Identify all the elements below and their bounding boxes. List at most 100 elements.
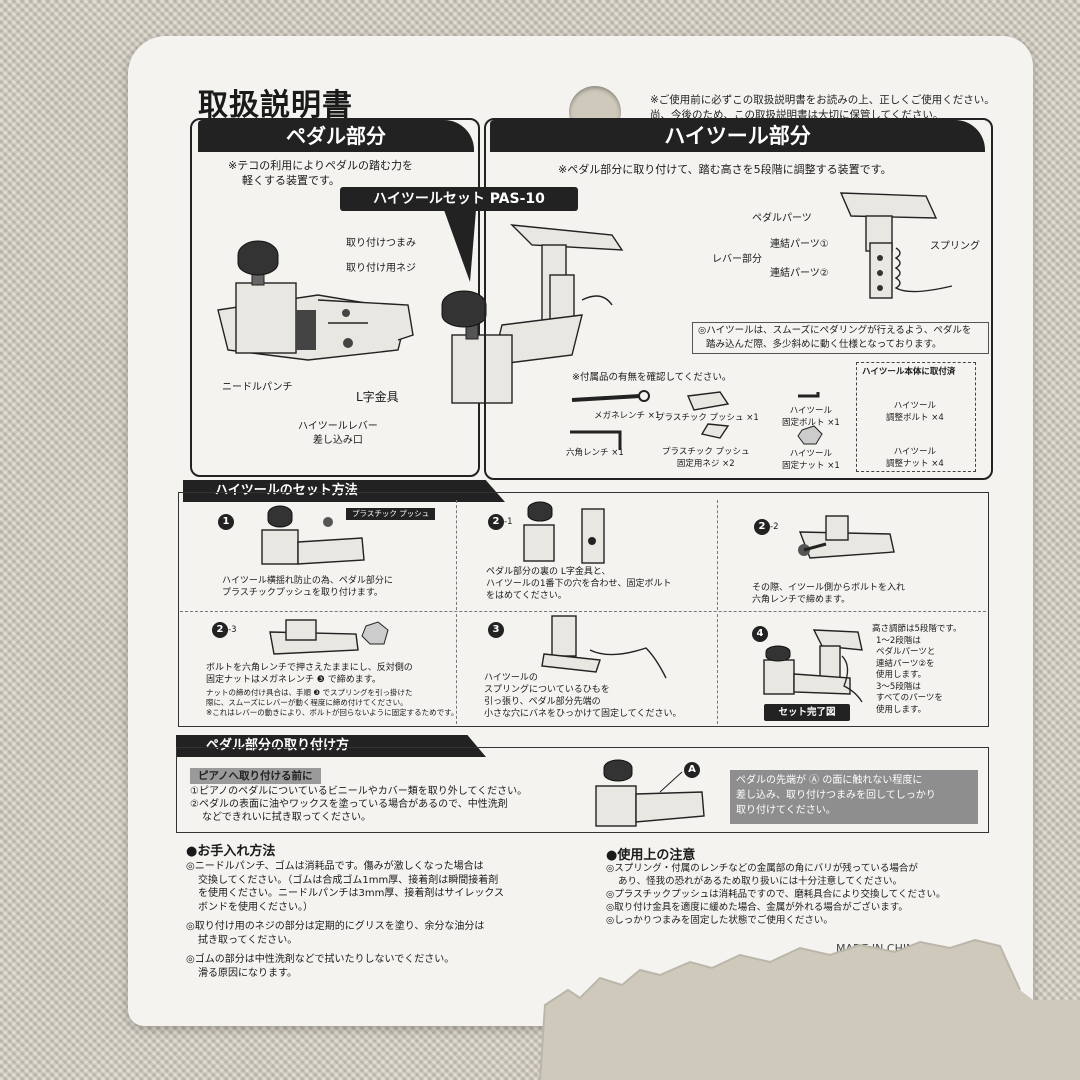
hightool-section-heading: ハイツール部分	[490, 120, 985, 152]
step-2-3-line-1: ボルトを六角レンチで押さえたままにし、反対側の	[206, 663, 413, 673]
divider-v4	[717, 614, 718, 724]
pedal-install-box	[176, 747, 989, 833]
step-4-number: 4	[752, 621, 768, 642]
step-3-illustration	[541, 615, 667, 679]
accessory-4: 六角レンチ ×1	[566, 448, 624, 458]
step-2-2-badge: 2	[754, 519, 770, 535]
step-4-line-4: 連結パーツ②を	[876, 658, 935, 669]
divider-v1	[456, 500, 457, 610]
step-2-2-sub: -2	[770, 522, 779, 532]
step-2-3-fine-3: ※これはレバーの動きにより、ボルトが回らないように固定するためです。	[206, 708, 459, 717]
step-4-line-7: すべてのパーツを	[876, 693, 943, 703]
step-4-done-label: セット完了図	[764, 704, 850, 721]
step-2-3-illustration	[269, 619, 389, 655]
lever-slot-line-1: ハイツールレバー	[298, 421, 378, 432]
accessory-5-line-2: 固定用ネジ ×2	[676, 459, 735, 469]
accessory-3-line-2: 固定ボルト ×1	[782, 418, 840, 428]
pedal-intro: ※テコの利用によりペダルの踏む力を 軽くする装置です。	[228, 158, 413, 188]
step-2-1-sub: -1	[504, 517, 513, 527]
caution-heading: ●使用上の注意	[606, 848, 696, 863]
step-1-line-1: ハイツール横揺れ防止の為、ペダル部分に	[222, 576, 393, 586]
pedal-install-illustration	[595, 759, 705, 827]
accessory-6-line-1: ハイツール	[789, 449, 833, 459]
label-screw: 取り付け用ネジ	[346, 263, 416, 274]
before-install-label: ピアノへ取り付ける前に	[190, 768, 321, 784]
step-4-line-8: 使用します。	[876, 704, 927, 715]
step-3-number: 3	[488, 617, 504, 638]
hightool-section-panel	[484, 118, 993, 480]
step-3-line-3: 引っ張り、ペダル部分先端の	[484, 697, 601, 707]
accessory-3: ハイツール 固定ボルト ×1	[782, 405, 840, 429]
step-4-line-6: 3～5段階は	[876, 681, 921, 692]
divider-h	[180, 611, 986, 612]
pedal-intro-line-1: ※テコの利用によりペダルの踏む力を	[228, 159, 413, 172]
step-3-line-1: ハイツールの	[484, 673, 538, 683]
accessory-2: プラスチック プッシュ ×1	[656, 413, 759, 423]
step-2-1-number: 2-1	[488, 509, 512, 530]
attached-2: ハイツール 調整ナット ×4	[886, 446, 944, 470]
caution-2-line-1: ◎プラスチックプッシュは消耗品ですので、磨耗具合により交換してください。	[606, 889, 946, 900]
care-3-line-1: ◎ゴムの部分は中性洗剤などで拭いたりしないでください。	[186, 954, 455, 965]
caution-3-line-1: ◎取り付け金具を適度に緩めた場合、金属が外れる場合がございます。	[606, 902, 908, 913]
step-2-1-line-1: ペダル部分の裏の L字金具と、	[486, 567, 611, 577]
accessories-title: ※付属品の有無を確認してください。	[572, 372, 732, 383]
accessory-1: メガネレンチ ×1	[594, 411, 661, 421]
step-3-line-4: 小さな穴にバネをひっかけて固定してください。	[484, 709, 682, 719]
caution-1-line-1: ◎スプリング・付属のレンチなどの金属部の角にバリが残っている場合が	[606, 863, 918, 874]
hightool-illustration	[839, 192, 953, 299]
step-2-3-number: 2-3	[212, 617, 236, 638]
care-2-line-1: ◎取り付け用のネジの部分は定期的にグリスを塗り、余分な油分は	[186, 921, 485, 932]
label-link1: 連結パーツ①	[770, 239, 829, 250]
step-2-3-fine: ナットの締め付け具合は、手順 ❸ でスプリングを引っ掛けた 際に、スムーズにレバ…	[206, 688, 458, 718]
before-install-list: ①ピアノのペダルについているビニールやカバー類を取り外してください。 ②ペダルの…	[190, 785, 527, 824]
step-2-1-text: ペダル部分の裏の L字金具と、 ハイツールの1番下の穴を合わせ、固定ボルト をは…	[486, 566, 672, 602]
accessory-icons	[570, 390, 823, 450]
step-2-1-line-2: ハイツールの1番下の穴を合わせ、固定ボルト	[486, 579, 672, 589]
step-4-illustration	[763, 629, 863, 703]
care-2-line-2: 拭き取ってください。	[198, 934, 298, 946]
setup-heading: ハイツールのセット方法	[183, 480, 505, 502]
pedal-intro-line-2: 軽くする装置です。	[242, 174, 340, 187]
care-1-line-2: 交換してください。（ゴムは合成ゴム1mm厚、接着剤は瞬間接着剤	[198, 874, 499, 886]
attached-1-line-1: ハイツール	[893, 401, 937, 411]
caution-list: ◎スプリング・付属のレンチなどの金属部の角にバリが残っている場合が あり、怪我の…	[606, 862, 986, 927]
label-link2: 連結パーツ②	[770, 268, 829, 279]
label-needle-punch: ニードルパンチ	[222, 382, 293, 393]
step-2-3-text: ボルトを六角レンチで押さえたままにし、反対側の 固定ナットはメガネレンチ ❸ で…	[206, 662, 413, 686]
step-4-badge: 4	[752, 626, 768, 642]
made-in: MADE IN CHINA	[836, 942, 922, 955]
step-1-line-2: プラスチックプッシュを取り付けます。	[222, 588, 383, 598]
label-knob: 取り付けつまみ	[346, 238, 416, 249]
attached-2-line-1: ハイツール	[893, 447, 937, 457]
step-1-text: ハイツール横揺れ防止の為、ペダル部分に プラスチックプッシュを取り付けます。	[222, 575, 393, 599]
step-2-1-illustration	[523, 501, 605, 564]
note-line-1: ◎ハイツールは、スムーズにペダリングが行えるよう、ペダルを	[698, 325, 972, 336]
caution-4-line-1: ◎しっかりつまみを固定した状態でご使用ください。	[606, 915, 833, 926]
marker-a: A	[684, 762, 700, 778]
step-2-3-fine-2: 際に、スムーズにレバーが動く程度に締め付けてください。	[206, 698, 408, 707]
step-1-tag: プラスチック プッシュ	[346, 508, 436, 520]
hightool-intro: ※ペダル部分に取り付けて、踏む高さを5段階に調整する装置です。	[558, 163, 892, 176]
step-1-illustration	[261, 505, 365, 565]
care-1-line-1: ◎ニードルパンチ、ゴムは消耗品です。傷みが激しくなった場合は	[186, 861, 484, 872]
attached-title: ハイツール本体に取付済	[862, 367, 956, 377]
step-2-2-illustration	[798, 515, 895, 559]
label-pedal-parts: ペダルパーツ	[752, 213, 812, 224]
pedal-illustration	[217, 240, 414, 361]
set-label-pointer	[444, 210, 476, 282]
step-2-2-line-1: その際、イツール側からボルトを入れ	[752, 583, 906, 593]
step-4-text: 高さ調節は5段階です。 1～2段階は ペダルパーツと 連結パーツ②を 使用します…	[872, 624, 962, 716]
step-2-3-fine-1: ナットの締め付け具合は、手順 ❸ でスプリングを引っ掛けた	[206, 688, 413, 697]
pedal-section-heading: ペダル部分	[198, 120, 474, 152]
lever-slot-line-2: 差し込み口	[312, 435, 363, 446]
manual-title: 取扱説明書	[198, 88, 353, 123]
attached-1-line-2: 調整ボルト ×4	[886, 413, 944, 423]
callout-line-2: 差し込み、取り付けつまみを回してしっかり	[736, 790, 936, 801]
label-bracket: L字金具	[356, 390, 399, 404]
step-2-3-line-2: 固定ナットはメガネレンチ ❸ で締めます。	[206, 675, 381, 685]
step-4-line-2: 1～2段階は	[876, 635, 921, 646]
accessory-5-line-1: プラスチック プッシュ	[662, 447, 750, 457]
attached-2-line-2: 調整ナット ×4	[886, 459, 944, 469]
callout-line-3: 取り付けてください。	[736, 805, 836, 816]
step-4-line-1: 高さ調節は5段階です。	[872, 624, 962, 634]
